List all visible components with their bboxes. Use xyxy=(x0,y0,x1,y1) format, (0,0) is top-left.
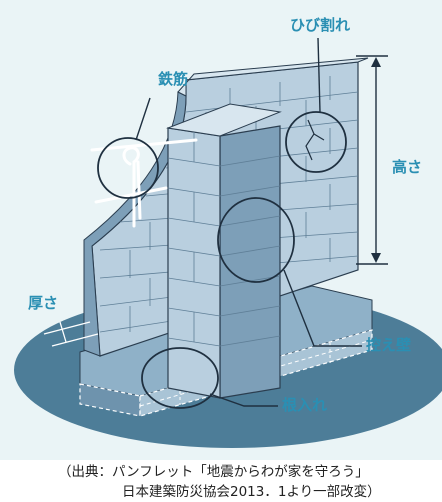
buttress-label: 控え壁 xyxy=(366,336,412,354)
crack-leader xyxy=(317,37,321,113)
buttress-callout-circle xyxy=(217,197,295,283)
rebar-leader xyxy=(135,97,151,141)
rebar xyxy=(90,138,198,228)
buttress-leader xyxy=(283,269,362,347)
embedment-leader xyxy=(209,393,278,407)
source-line-2: 日本建築防災協会2013．1より一部改変） xyxy=(122,484,381,500)
thickness-dimension xyxy=(43,321,99,347)
crack-callout-circle xyxy=(285,111,347,173)
thickness-label: 厚さ xyxy=(28,294,59,312)
embedment-label: 根入れ xyxy=(282,396,328,414)
source-line-1: （出典：パンフレット「地震からわが家を守ろう」 xyxy=(58,464,369,480)
block-wall-diagram xyxy=(14,37,442,448)
rebar-label: 鉄筋 xyxy=(158,70,189,88)
height-label: 高さ xyxy=(392,158,423,176)
rebar-callout-circle xyxy=(97,137,159,199)
source-citation: （出典：パンフレット「地震からわが家を守ろう」 日本建築防災協会2013．1より… xyxy=(0,462,442,502)
buttress xyxy=(166,103,282,399)
embedment-callout-circle xyxy=(141,347,219,409)
crack-lines xyxy=(305,119,325,161)
crack-label: ひび割れ xyxy=(290,16,351,34)
height-dimension xyxy=(356,55,388,265)
